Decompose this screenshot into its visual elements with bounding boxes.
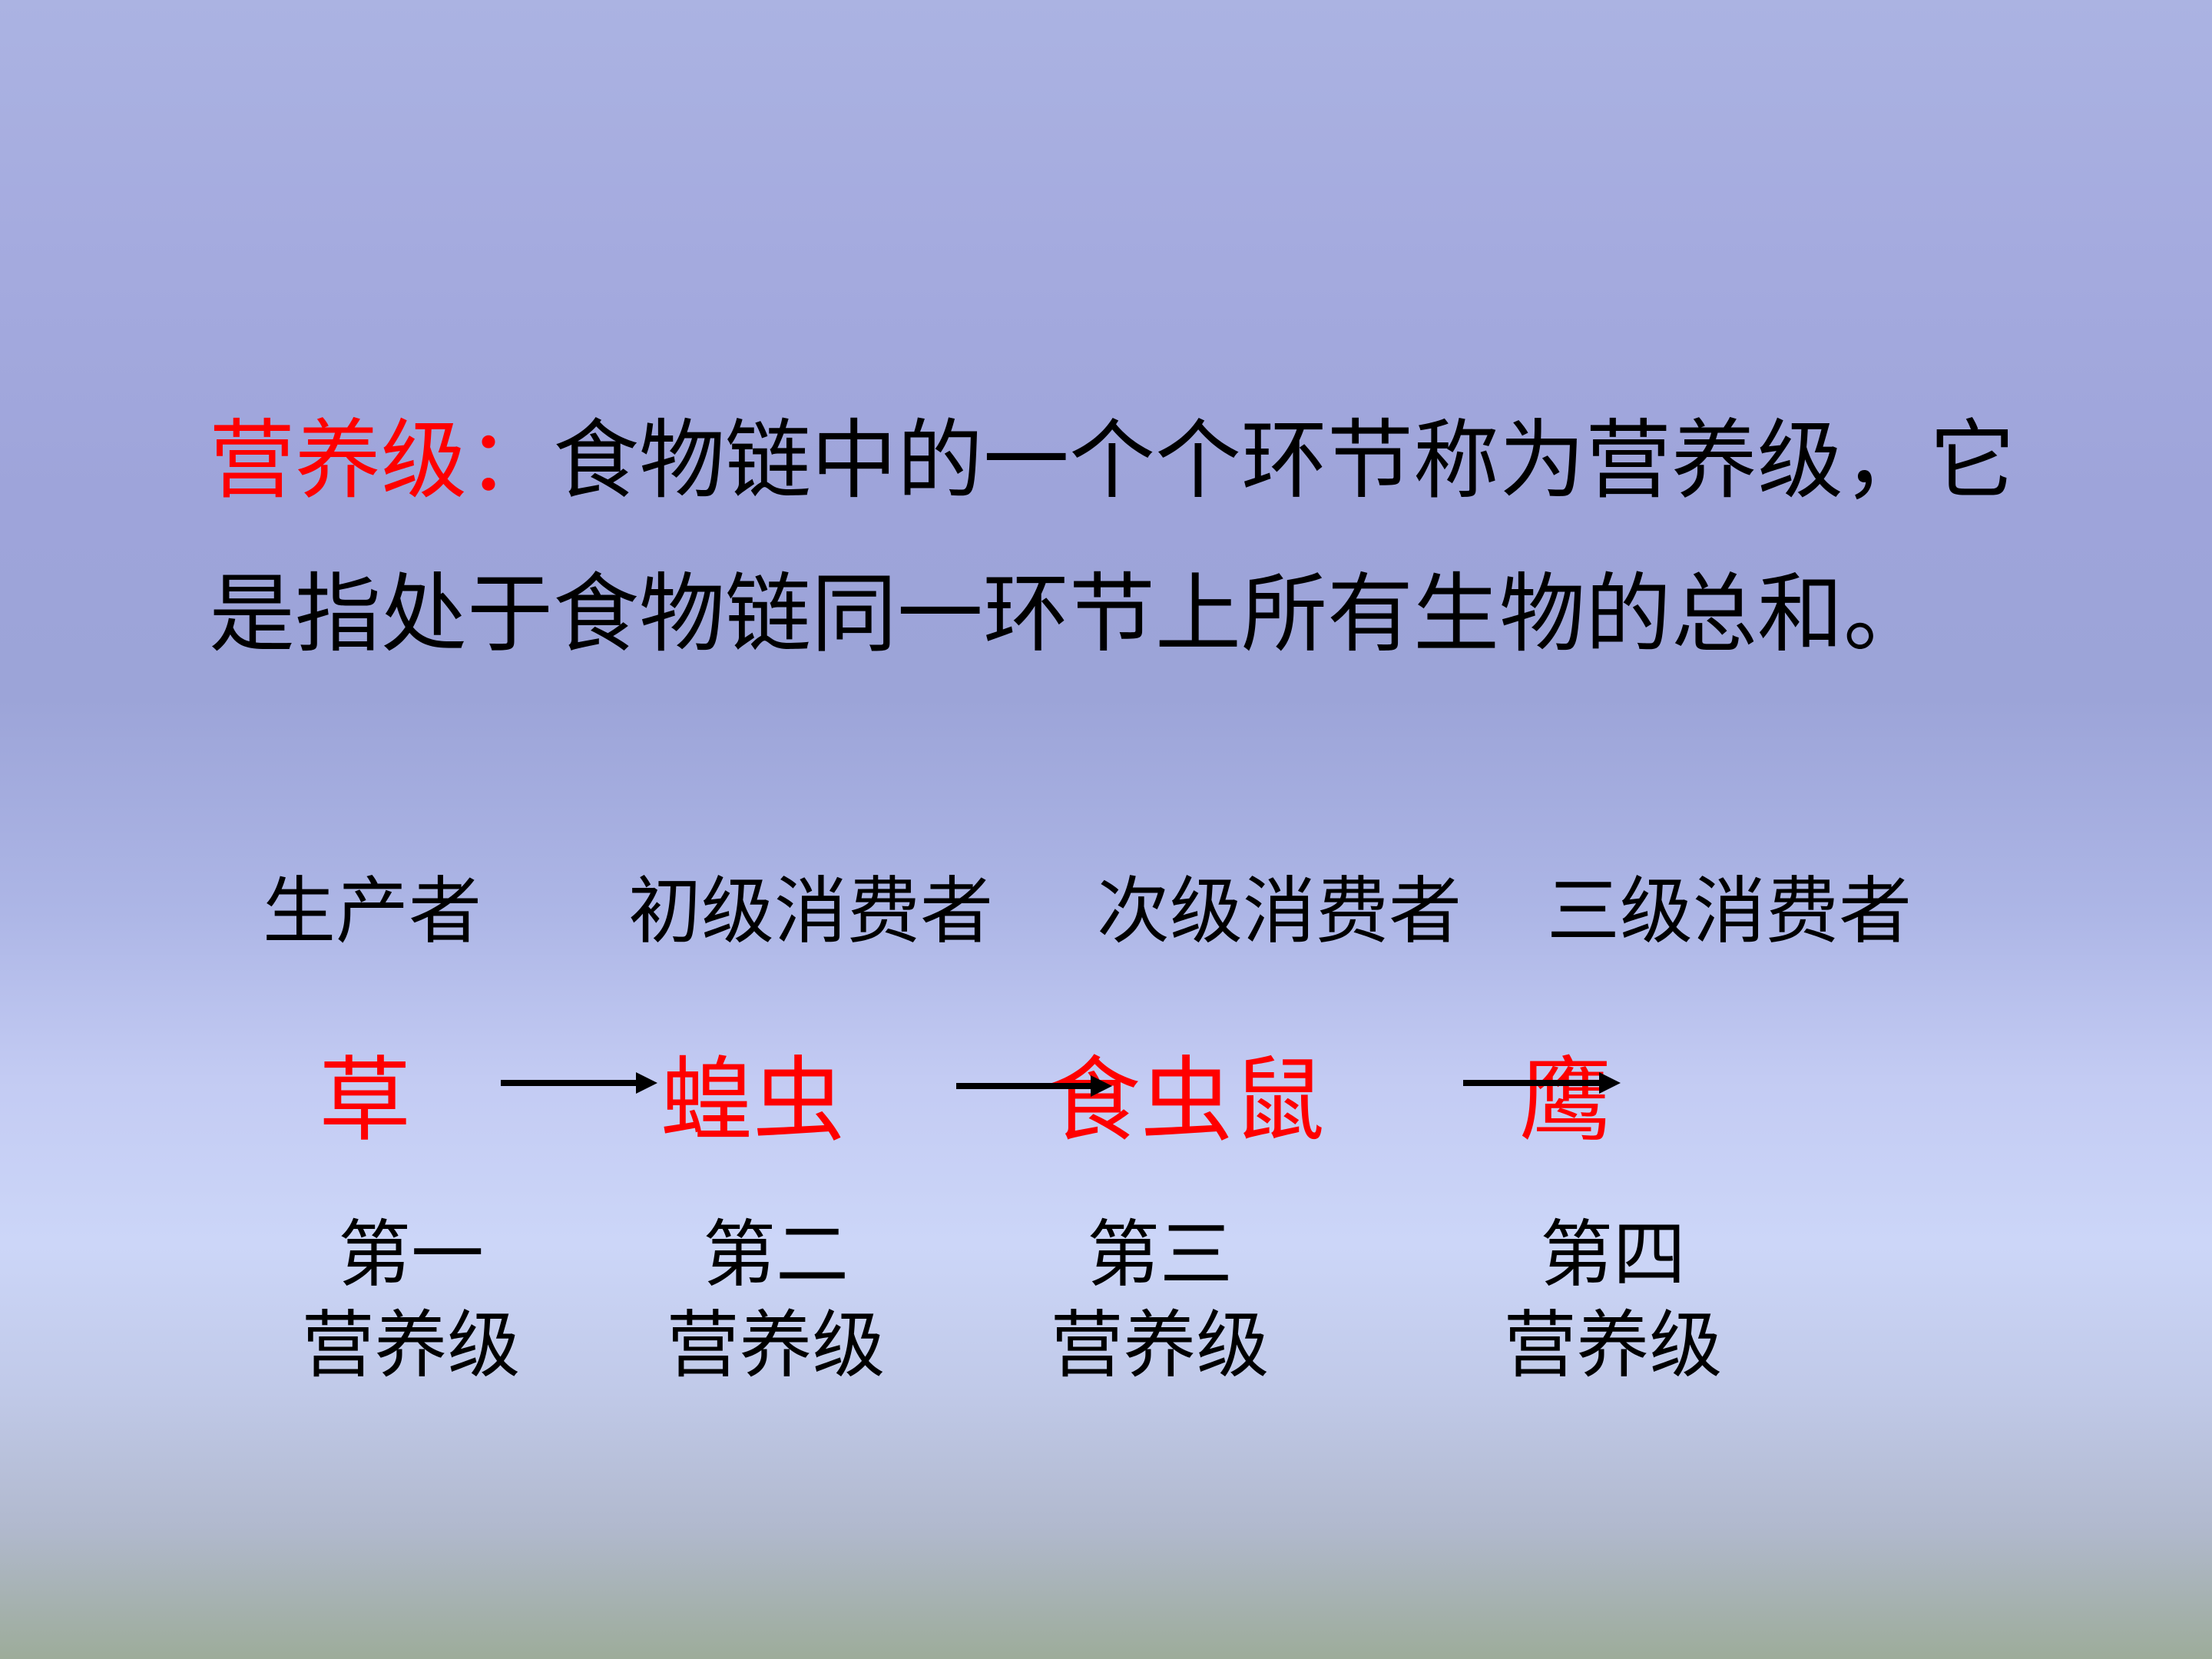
- organism-locust: 蝗虫: [661, 1048, 845, 1154]
- organism-insectivorous-mouse: 食虫鼠: [1048, 1048, 1325, 1154]
- trophic-level-1-ordinal: 第一: [337, 1213, 484, 1297]
- role-secondary-consumer: 次级消费者: [1097, 869, 1462, 954]
- trophic-level-3-label: 营养级: [1050, 1303, 1270, 1388]
- definition-paragraph: 营养级：食物链中的一个个环节称为营养级，它是指处于食物链同一环节上所有生物的总和…: [209, 384, 2052, 691]
- trophic-level-1: 第一 营养级: [300, 1210, 522, 1391]
- trophic-level-2: 第二 营养级: [664, 1210, 887, 1391]
- trophic-level-4-label: 营养级: [1503, 1303, 1723, 1388]
- arrow-locust-to-mouse: [956, 1075, 1112, 1097]
- definition-text: 食物链中的一个个环节称为营养级，它是指处于食物链同一环节上所有生物的总和。: [209, 411, 2015, 664]
- role-producer: 生产者: [263, 869, 482, 954]
- arrow-mouse-to-eagle: [1463, 1072, 1621, 1094]
- trophic-level-4-ordinal: 第四: [1539, 1213, 1686, 1297]
- organism-grass: 草: [319, 1048, 411, 1154]
- trophic-level-1-label: 营养级: [301, 1303, 521, 1388]
- trophic-level-3: 第三 营养级: [1048, 1210, 1271, 1391]
- definition-term: 营养级：: [209, 411, 553, 511]
- role-primary-consumer: 初级消费者: [628, 869, 994, 954]
- trophic-level-3-ordinal: 第三: [1086, 1213, 1233, 1297]
- arrow-grass-to-locust: [501, 1072, 657, 1094]
- role-tertiary-consumer: 三级消费者: [1547, 869, 1912, 954]
- trophic-level-4: 第四 营养级: [1502, 1210, 1724, 1391]
- organism-eagle: 鹰: [1519, 1048, 1611, 1154]
- trophic-level-2-label: 营养级: [666, 1303, 886, 1388]
- trophic-level-2-ordinal: 第二: [702, 1213, 849, 1297]
